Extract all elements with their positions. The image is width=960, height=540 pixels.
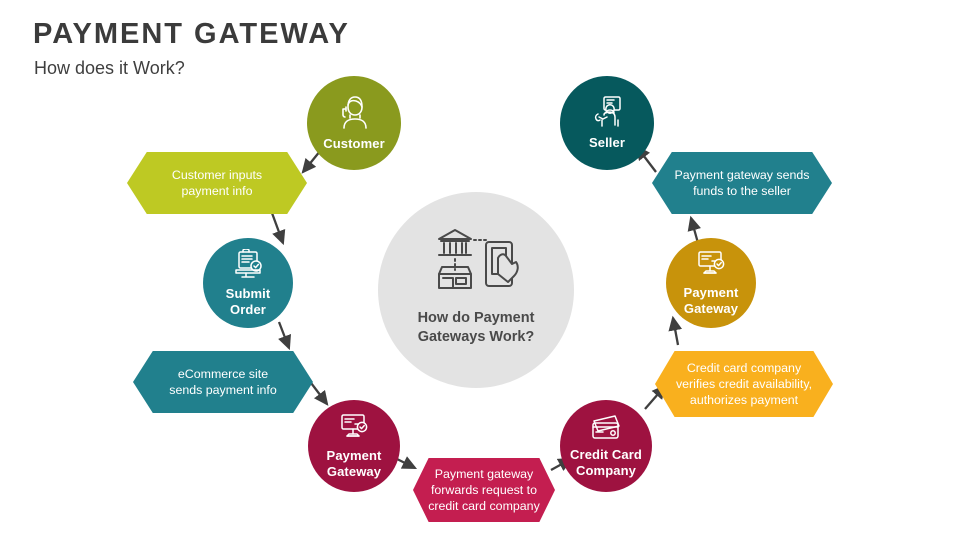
callout-gateway-forwards: Payment gateway forwards request to cred… <box>413 458 555 522</box>
callout-customer-inputs-text: Customer inputs payment info <box>171 167 263 198</box>
node-seller-label: Seller <box>588 134 625 150</box>
center-hub: How do Payment Gateways Work? <box>378 192 574 388</box>
payment-monitor-icon <box>337 413 371 446</box>
page-subtitle: How does it Work? <box>34 58 185 78</box>
node-credit-card-company-label: Credit Card Company <box>570 447 642 478</box>
callout-customer-inputs: Customer inputs payment info <box>127 152 307 214</box>
arrow-inputs-to-submit <box>270 212 286 246</box>
callout-gateway-forwards-text: Payment gateway forwards request to cred… <box>428 466 540 514</box>
customer-headset-icon <box>338 95 370 134</box>
node-credit-card-company[interactable]: Credit Card Company <box>560 400 652 492</box>
node-payment-gateway-right-label: Payment Gateway <box>683 285 739 316</box>
payment-monitor-icon <box>694 250 728 283</box>
callout-gateway-sends-funds-text: Payment gateway sends funds to the selle… <box>674 167 810 198</box>
node-seller[interactable]: Seller <box>560 76 654 170</box>
callout-gateway-sends-funds: Payment gateway sends funds to the selle… <box>652 152 832 214</box>
node-customer-label: Customer <box>323 135 385 151</box>
hub-label: How do Payment Gateways Work? <box>417 310 535 346</box>
node-payment-gateway-left-label: Payment Gateway <box>326 448 382 479</box>
seller-person-icon <box>590 96 624 133</box>
node-payment-gateway-right[interactable]: Payment Gateway <box>666 238 756 328</box>
secure-checkout-icon <box>232 248 264 284</box>
node-payment-gateway-left[interactable]: Payment Gateway <box>308 400 400 492</box>
callout-ecommerce-sends: eCommerce site sends payment info <box>133 351 313 413</box>
arrow-verifies-to-gateway-right <box>668 315 683 346</box>
callout-cc-verifies: Credit card company verifies credit avai… <box>655 351 833 417</box>
callout-ecommerce-sends-text: eCommerce site sends payment info <box>169 366 277 397</box>
bank-store-mobile-payment-icon <box>430 222 522 295</box>
page-title: PAYMENT GATEWAY <box>33 18 350 50</box>
arrow-submit-to-ecommerce <box>277 321 291 351</box>
node-submit-order-label: Submit Order <box>225 286 271 317</box>
node-customer[interactable]: Customer <box>307 76 401 170</box>
callout-cc-verifies-text: Credit card company verifies credit avai… <box>675 360 813 408</box>
credit-card-icon <box>589 414 623 445</box>
node-submit-order[interactable]: Submit Order <box>203 238 293 328</box>
